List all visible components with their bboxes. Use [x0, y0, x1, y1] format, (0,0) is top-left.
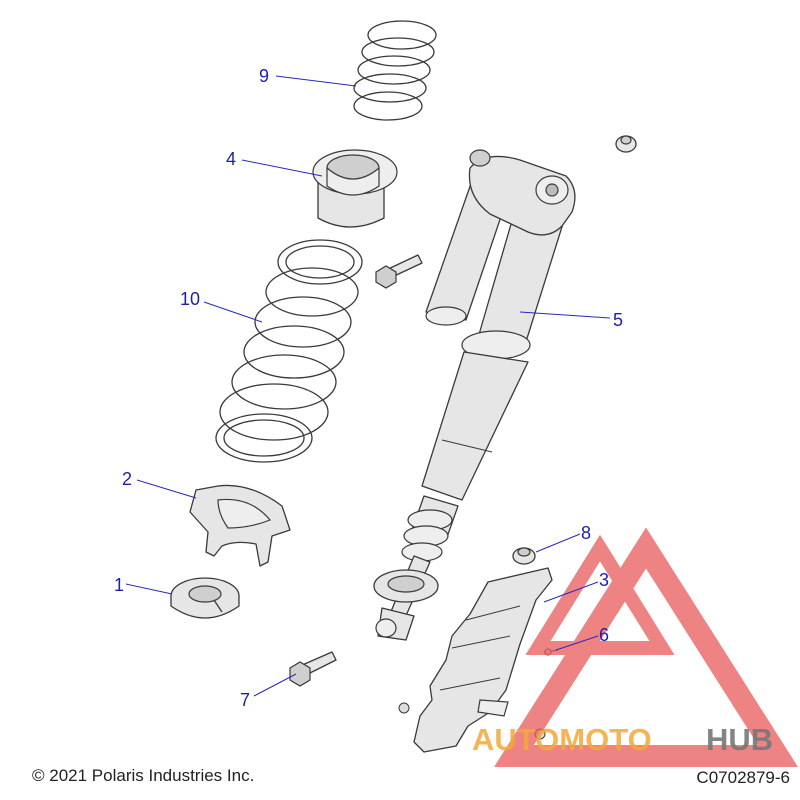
- callout-6: 6: [599, 625, 609, 645]
- part-5-shock-absorber: [373, 149, 576, 641]
- part-8-bushing: [512, 547, 536, 565]
- callout-1: 1: [114, 575, 124, 595]
- leader-1: [125, 583, 173, 595]
- leader-3: [543, 581, 599, 603]
- part-9-top-spring: [353, 20, 437, 121]
- callout-2: 2: [122, 469, 132, 489]
- small-screw-left: [398, 702, 410, 714]
- leader-2: [136, 479, 197, 499]
- callout-3: 3: [599, 570, 609, 590]
- watermark-brand-part2: HUB: [706, 722, 773, 757]
- callout-9: 9: [259, 66, 269, 86]
- part-3-shock-guard: [413, 567, 553, 753]
- upper-mount-bolt: [375, 254, 423, 289]
- callout-5: 5: [613, 310, 623, 330]
- leader-7: [253, 673, 297, 697]
- leader-6: [555, 635, 599, 651]
- part-1-retainer-ring: [170, 577, 240, 619]
- watermark-text: AUTOMOTO HUB: [472, 722, 773, 757]
- watermark-logo: [493, 527, 799, 767]
- leader-lines: [125, 75, 611, 697]
- callout-4: 4: [226, 149, 236, 169]
- callout-8: 8: [581, 523, 591, 543]
- leader-9: [275, 75, 357, 87]
- drawing-number: C0702879-6: [696, 768, 790, 787]
- leader-5: [519, 311, 611, 319]
- callout-7: 7: [240, 690, 250, 710]
- callout-labels: 1 2 3 4 5 6 7 8 9 10: [114, 66, 623, 710]
- part-7-bolt: [289, 651, 337, 687]
- watermark-brand-part1: AUTOMOTO: [472, 722, 652, 757]
- leader-10: [203, 301, 263, 323]
- upper-right-nut: [615, 135, 637, 153]
- copyright-notice: © 2021 Polaris Industries Inc.: [32, 766, 254, 785]
- callout-10: 10: [180, 289, 200, 309]
- part-2-retainer-clip: [189, 484, 291, 567]
- part-4-spring-seat: [312, 149, 398, 228]
- leader-8: [535, 533, 581, 553]
- part-10-main-spring: [215, 239, 363, 463]
- leader-4: [241, 159, 323, 177]
